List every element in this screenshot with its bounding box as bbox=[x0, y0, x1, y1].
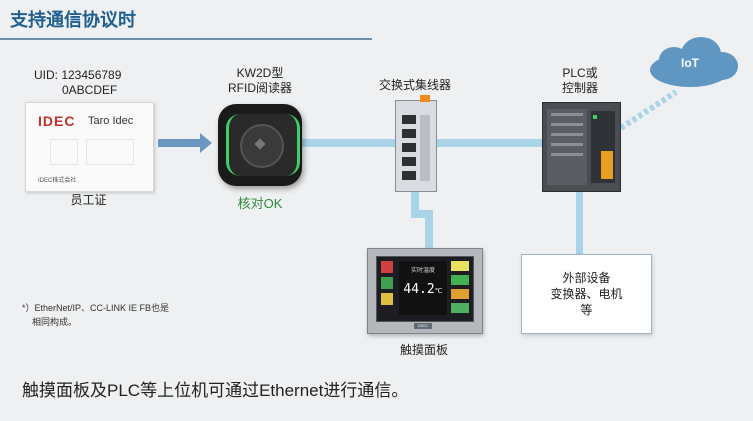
title-rule bbox=[0, 38, 372, 40]
switch-label: 交换式集线器 bbox=[378, 78, 451, 92]
rfid-reader-icon bbox=[218, 104, 302, 186]
hmi-screen-caption: 实时温度 bbox=[410, 268, 435, 274]
reader-label-line2: RFID阅读器 bbox=[228, 81, 292, 95]
arrow-card-reader-head bbox=[200, 133, 212, 153]
line-plc-external bbox=[576, 190, 583, 254]
hmi-brand: IDEC bbox=[414, 323, 432, 329]
footnote-line1: *）EtherNet/IP、CC-LINK IE FB也是 bbox=[22, 303, 170, 313]
iot-label: IoT bbox=[681, 56, 699, 70]
page-title: 支持通信协议时 bbox=[10, 10, 136, 30]
employee-card: IDEC Taro Idec IDEC株式会社 bbox=[25, 102, 154, 192]
plc-label-line2: 控制器 bbox=[561, 81, 598, 95]
external-line2: 变换器、电机 bbox=[550, 287, 623, 301]
external-line3: 等 bbox=[580, 303, 593, 317]
card-company: IDEC株式会社 bbox=[38, 178, 77, 184]
bottom-caption: 触摸面板及PLC等上位机可通过Ethernet进行通信。 bbox=[22, 381, 409, 400]
external-line1: 外部设备 bbox=[562, 271, 611, 285]
line-reader-switch bbox=[302, 139, 395, 147]
switch-hub-icon bbox=[395, 95, 437, 192]
plc-controller-icon bbox=[542, 102, 621, 192]
hmi-label: 触摸面板 bbox=[399, 343, 448, 357]
reader-label-line1: KW2D型 bbox=[236, 66, 284, 80]
line-switch-plc bbox=[435, 139, 542, 147]
line-switch-hmi bbox=[425, 210, 433, 248]
card-uid-line1: UID: 123456789 bbox=[34, 68, 122, 82]
arrow-card-reader-shaft bbox=[158, 139, 202, 147]
hmi-screen-value: 44.2 bbox=[403, 282, 435, 297]
line-switch-down bbox=[411, 190, 419, 218]
card-uid-line2: 0ABCDEF bbox=[62, 83, 118, 97]
line-plc-iot bbox=[619, 89, 678, 131]
footnote-line2: 相同构成。 bbox=[32, 317, 78, 327]
card-watermark bbox=[40, 135, 140, 171]
touch-panel-icon: 实时温度 44.2℃ IDEC bbox=[367, 248, 483, 334]
hmi-screen-unit: ℃ bbox=[434, 287, 443, 295]
external-device-box: 外部设备 变换器、电机 等 bbox=[521, 254, 652, 334]
footnote: *）EtherNet/IP、CC-LINK IE FB也是 相同构成。 bbox=[22, 301, 169, 329]
iot-cloud bbox=[650, 37, 738, 87]
card-holder-name: Taro Idec bbox=[88, 115, 134, 127]
card-label: 员工证 bbox=[70, 193, 107, 207]
plc-label-line1: PLC或 bbox=[562, 66, 598, 80]
line-switch-jog bbox=[411, 210, 433, 218]
reader-status: 核对OK bbox=[237, 196, 283, 211]
card-logo: IDEC bbox=[38, 113, 76, 129]
hmi-screen-readout: 44.2℃ bbox=[399, 278, 447, 297]
